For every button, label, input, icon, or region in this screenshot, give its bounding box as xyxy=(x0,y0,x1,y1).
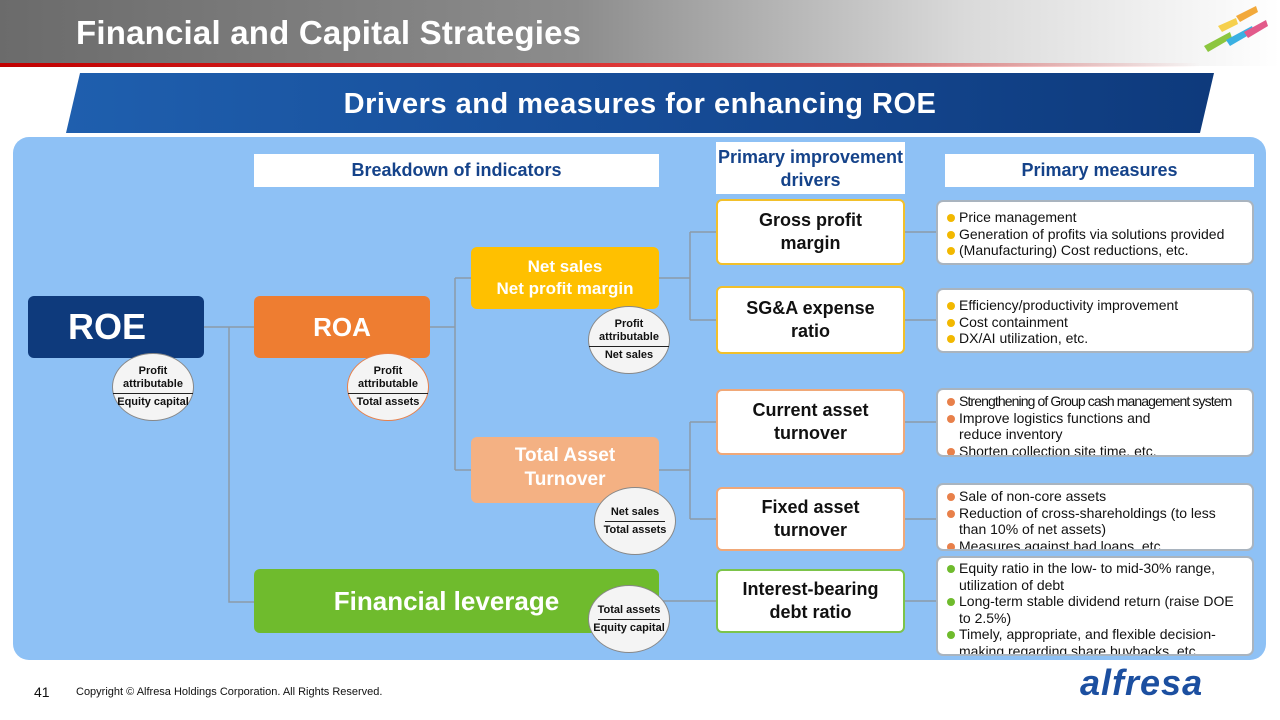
measures-debt: Equity ratio in the low- to mid-30% rang… xyxy=(936,556,1254,656)
asset-turnover-denominator: Total assets xyxy=(603,523,667,536)
header-bar xyxy=(0,0,1280,66)
roa-box: ROA xyxy=(254,296,430,358)
page-title: Financial and Capital Strategies xyxy=(76,14,582,51)
driver-gross-profit-line1: Gross profit xyxy=(758,210,862,230)
bullet-dot-icon xyxy=(947,509,955,518)
bullet-dot-icon xyxy=(947,247,955,255)
net-profit-margin-formula-circle: Profit attributable Net sales xyxy=(588,306,670,374)
driver-sga-line2: ratio xyxy=(790,321,830,341)
header-accent-line xyxy=(0,63,1200,67)
measure-item: Shorten collection site time, etc. xyxy=(946,443,1246,455)
asset-turnover-numerator: Net sales xyxy=(605,506,665,522)
net-sales-label: Net sales xyxy=(527,257,603,276)
roe-label: ROE xyxy=(67,306,146,347)
measure-item: Sale of non-core assets xyxy=(946,488,1246,505)
driver-debt-line2: debt ratio xyxy=(769,602,852,622)
measure-item: (Manufacturing) Cost reductions, etc. xyxy=(946,242,1246,259)
driver-current-asset-turnover: Current asset turnover xyxy=(716,389,905,455)
bullet-dot-icon xyxy=(947,398,955,406)
measures-gross-profit: Price management Generation of profits v… xyxy=(936,200,1254,265)
driver-debt-line1: Interest-bearing xyxy=(742,579,879,599)
driver-interest-bearing-debt-ratio: Interest-bearing debt ratio xyxy=(716,569,905,633)
driver-fixed-asset-turnover: Fixed asset turnover xyxy=(716,487,905,551)
measure-item: Long-term stable dividend return (raise … xyxy=(946,593,1246,626)
leverage-numerator: Total assets xyxy=(597,604,661,620)
net-profit-margin-label: Net profit margin xyxy=(496,279,634,298)
measure-item: Efficiency/productivity improvement xyxy=(946,297,1246,314)
driver-fixed-asset-line1: Fixed asset xyxy=(761,497,860,517)
roa-label: ROA xyxy=(313,311,371,342)
driver-current-asset-line2: turnover xyxy=(773,423,847,443)
measure-item: Timely, appropriate, and flexible decisi… xyxy=(946,626,1246,654)
measures-fixed-asset: Sale of non-core assets Reduction of cro… xyxy=(936,483,1254,551)
roa-formula-denominator: Total assets xyxy=(356,396,420,408)
section-banner xyxy=(66,73,1214,133)
driver-fixed-asset-line2: turnover xyxy=(773,520,847,540)
roa-formula-circle: Profit attributable Total assets xyxy=(347,353,429,421)
roe-formula-numerator: Profit attributable xyxy=(113,365,193,394)
page-number: 41 xyxy=(34,684,50,700)
roe-formula-circle: Profit attributable Equity capital xyxy=(112,353,194,421)
bullet-dot-icon xyxy=(947,493,955,501)
measure-item: Cost containment xyxy=(946,314,1246,331)
column-header-drivers: Primary improvement drivers xyxy=(716,142,905,194)
leverage-denominator: Equity capital xyxy=(593,621,665,634)
bullet-dot-icon xyxy=(947,214,955,222)
bullet-dot-icon xyxy=(947,565,955,573)
measure-item: Equity ratio in the low- to mid-30% rang… xyxy=(946,560,1246,593)
measures-sga: Efficiency/productivity improvement Cost… xyxy=(936,288,1254,353)
net-profit-margin-numerator: Profit attributable xyxy=(589,318,669,347)
measure-item: Generation of profits via solutions prov… xyxy=(946,226,1246,243)
section-banner-title: Drivers and measures for enhancing ROE xyxy=(343,88,937,120)
bullet-dot-icon xyxy=(947,414,955,423)
bullet-dot-icon xyxy=(947,631,955,639)
driver-gross-profit-line2: margin xyxy=(780,233,841,253)
measure-item: Improve logistics functions and reduce i… xyxy=(946,410,1246,443)
driver-sga-line1: SG&A expense xyxy=(746,298,875,318)
asset-turnover-formula-circle: Net sales Total assets xyxy=(594,487,676,555)
bullet-dot-icon xyxy=(947,598,955,606)
measure-item: Reduction of cross-shareholdings (to les… xyxy=(946,505,1246,538)
leverage-formula-circle: Total assets Equity capital xyxy=(588,585,670,653)
total-asset-turnover-box: Total Asset Turnover xyxy=(471,437,659,503)
column-header-measures: Primary measures xyxy=(945,154,1254,187)
bullet-dot-icon xyxy=(947,230,955,239)
driver-sga-expense-ratio: SG&A expense ratio xyxy=(716,286,905,354)
roa-formula-numerator: Profit attributable xyxy=(348,365,428,394)
net-profit-margin-box: Net sales Net profit margin xyxy=(471,247,659,309)
copyright-text: Copyright © Alfresa Holdings Corporation… xyxy=(76,686,383,698)
driver-gross-profit-margin: Gross profit margin xyxy=(716,199,905,265)
financial-leverage-label: Financial leverage xyxy=(333,585,560,616)
bullet-dot-icon xyxy=(947,447,955,455)
roe-formula-denominator: Equity capital xyxy=(117,396,189,408)
measure-item: DX/AI utilization, etc. xyxy=(946,330,1246,347)
column-header-breakdown: Breakdown of indicators xyxy=(254,154,659,187)
total-asset-label: Total Asset xyxy=(514,445,616,466)
measures-current-asset: Strengthening of Group cash management s… xyxy=(936,388,1254,457)
measure-item: Strengthening of Group cash management s… xyxy=(946,393,1246,410)
bullet-dot-icon xyxy=(947,542,955,549)
turnover-label: Turnover xyxy=(524,469,606,490)
measure-item: Measures against bad loans, etc. xyxy=(946,538,1246,549)
driver-current-asset-line1: Current asset xyxy=(752,400,869,420)
brand-logo-mark-icon xyxy=(1204,6,1268,52)
measure-item: Price management xyxy=(946,209,1246,226)
net-profit-margin-denominator: Net sales xyxy=(604,349,654,361)
bullet-dot-icon xyxy=(947,318,955,327)
roe-box: ROE xyxy=(28,296,204,358)
bullet-dot-icon xyxy=(947,302,955,310)
bullet-dot-icon xyxy=(947,335,955,343)
brand-wordmark: alfresa xyxy=(1080,662,1204,703)
